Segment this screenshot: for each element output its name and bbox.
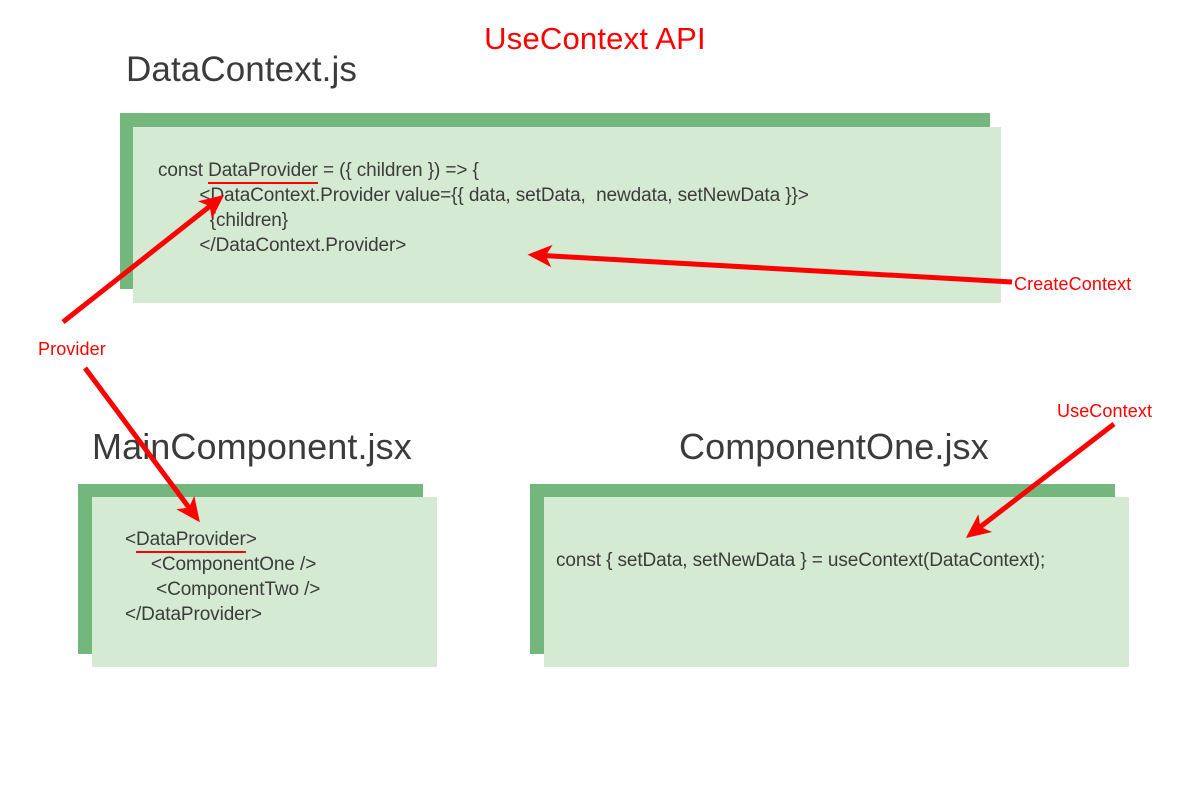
page-title: UseContext API: [484, 21, 706, 56]
code-text-arrowfn: = ({ children }) => {: [317, 160, 479, 181]
heading-componentone-jsx: ComponentOne.jsx: [679, 426, 989, 467]
code-line-4: </DataProvider>: [125, 604, 262, 625]
code-token-dataprovider-underlined: DataProvider: [208, 160, 318, 184]
code-text-close-bracket: >: [245, 529, 257, 550]
code-line-4: </DataContext.Provider>: [158, 235, 407, 256]
code-line-3: <ComponentTwo />: [125, 579, 321, 600]
code-line-2: <DataContext.Provider value={{ data, set…: [158, 185, 809, 206]
code-block-datacontext: const DataProvider = ({ children }) => {…: [158, 158, 809, 258]
code-text-open-bracket: <: [125, 529, 136, 550]
annotation-label-createcontext: CreateContext: [1014, 274, 1132, 294]
code-text-const: const: [158, 160, 209, 181]
code-line-1: <DataProvider>: [125, 529, 257, 553]
code-line-3: {children}: [158, 210, 289, 231]
annotation-label-usecontext: UseContext: [1057, 401, 1153, 421]
code-token-dataprovider-underlined: DataProvider: [136, 529, 246, 553]
code-card-componentone: [544, 497, 1129, 667]
code-card-maincomponent: [92, 497, 437, 667]
code-line-1: const DataProvider = ({ children }) => {: [158, 160, 479, 184]
code-line-1: const { setData, setNewData } = useConte…: [556, 550, 1046, 571]
annotation-label-provider: Provider: [38, 339, 106, 359]
code-line-2: <ComponentOne />: [125, 554, 317, 575]
code-block-componentone: const { setData, setNewData } = useConte…: [556, 548, 1045, 573]
code-block-maincomponent: <DataProvider> <ComponentOne /> <Compone…: [125, 527, 320, 627]
heading-maincomponent-jsx: MainComponent.jsx: [92, 426, 412, 467]
heading-datacontext-js: DataContext.js: [126, 50, 357, 89]
